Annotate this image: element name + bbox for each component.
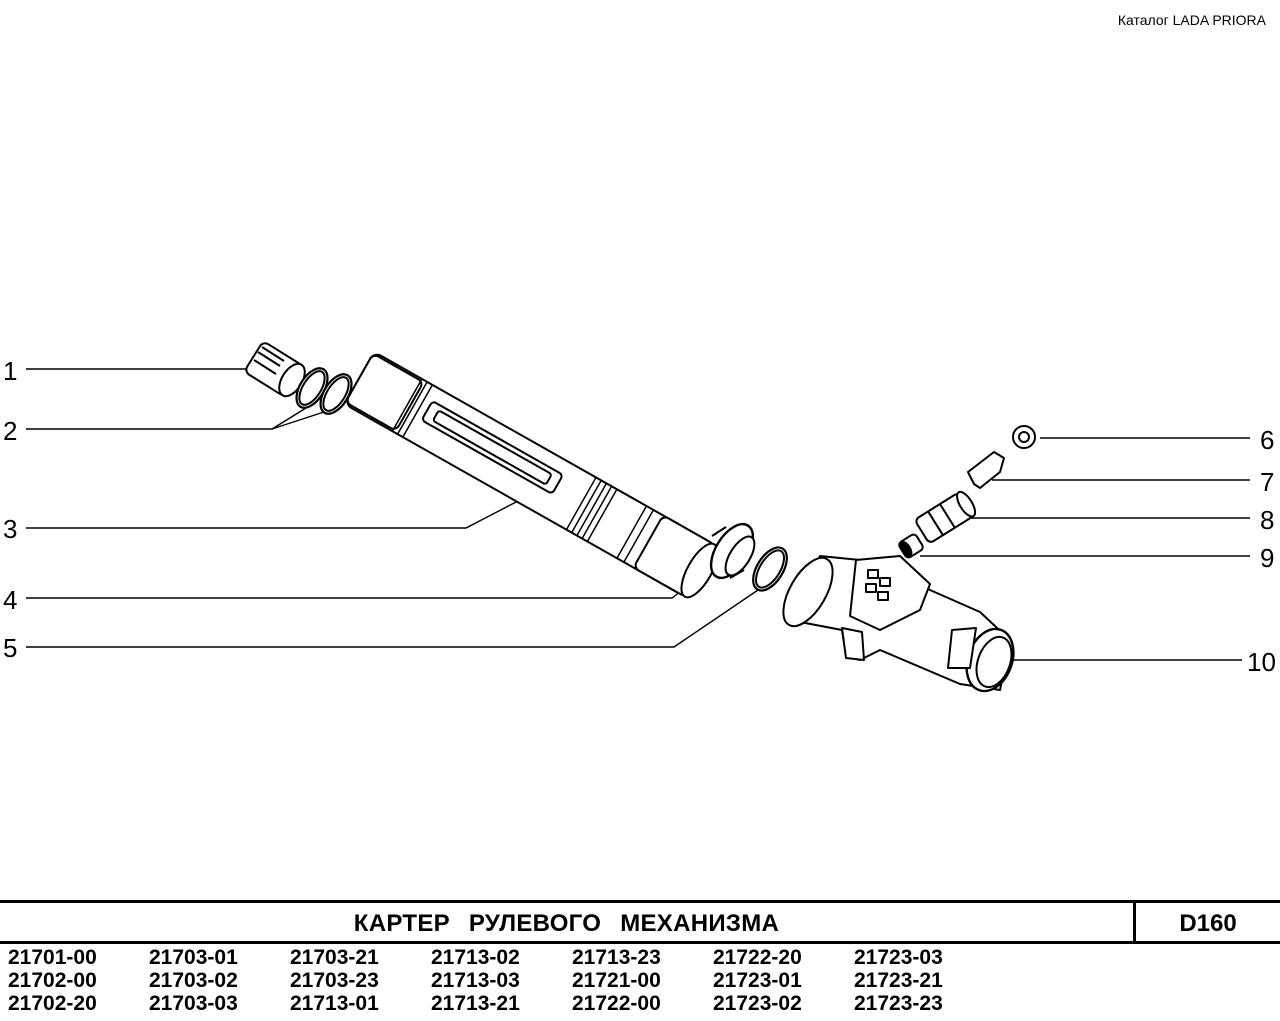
small-bush-part: [898, 533, 924, 559]
model-code: 21721-00: [572, 969, 661, 992]
model-code: 21703-21: [290, 946, 379, 969]
o-ring-2: [319, 373, 353, 415]
callout-8: 8: [1260, 505, 1274, 535]
page-title: КАРТЕР РУЛЕВОГО МЕХАНИЗМА: [353, 910, 780, 937]
leader-4: [26, 559, 723, 599]
callout-7: 7: [1260, 467, 1274, 497]
o-ring-1-inner: [298, 370, 326, 406]
callout-10: 10: [1247, 647, 1276, 677]
catalog-title: Каталог LADA PRIORA: [1117, 12, 1266, 28]
model-code: 21723-01: [713, 969, 802, 992]
o-ring-2-inner: [322, 376, 350, 412]
model-code: 21713-03: [431, 969, 520, 992]
callout-3: 3: [3, 514, 17, 544]
o-ring-3-inner: [755, 549, 785, 589]
model-code: 21702-00: [8, 969, 97, 992]
model-list: 21701-00 21702-00 21702-20 21703-01 2170…: [8, 946, 995, 1015]
model-code: 21723-03: [854, 946, 943, 969]
star-washer-part: [1012, 425, 1036, 449]
callout-numbers: 1 2 3 4 5 6 7 8 9 10: [3, 356, 1276, 677]
model-code: 21723-23: [854, 992, 943, 1015]
model-code: 21703-03: [149, 992, 238, 1015]
callout-5: 5: [3, 633, 17, 663]
o-ring-3: [752, 546, 788, 592]
model-code: 21722-00: [572, 992, 661, 1015]
exploded-diagram: 1 2 3 4 5 6 7 8 9 10: [3, 342, 1276, 693]
title-bar: КАРТЕР РУЛЕВОГО МЕХАНИЗМА D160: [0, 900, 1280, 944]
callout-1: 1: [3, 356, 17, 386]
model-code: 21713-23: [572, 946, 661, 969]
housing-part: [782, 555, 1015, 693]
model-code: 21723-21: [854, 969, 943, 992]
leader-2b: [271, 409, 331, 430]
model-code: 21722-20: [713, 946, 802, 969]
model-code: 21713-21: [431, 992, 520, 1015]
model-code: 21702-20: [8, 992, 97, 1015]
nut-part: [709, 522, 756, 580]
model-code: 21703-02: [149, 969, 238, 992]
callout-4: 4: [3, 585, 17, 615]
footer: КАРТЕР РУЛЕВОГО МЕХАНИЗМА D160 21701-00 …: [0, 900, 1280, 1021]
leader-2: [26, 407, 307, 430]
model-code: 21703-23: [290, 969, 379, 992]
tube-part: [346, 353, 719, 599]
leader-3: [26, 499, 521, 529]
spring-plate-part: [967, 451, 1005, 489]
model-code: 21723-02: [713, 992, 802, 1015]
page-code: D160: [1133, 903, 1280, 941]
callout-9: 9: [1260, 543, 1274, 573]
callout-6: 6: [1260, 425, 1274, 455]
model-code: 21703-01: [149, 946, 238, 969]
model-code: 21713-01: [290, 992, 379, 1015]
leader-5: [26, 589, 759, 648]
model-code: 21713-02: [431, 946, 520, 969]
callout-2: 2: [3, 416, 17, 446]
plunger-part: [915, 490, 977, 543]
model-code: 21701-00: [8, 946, 97, 969]
